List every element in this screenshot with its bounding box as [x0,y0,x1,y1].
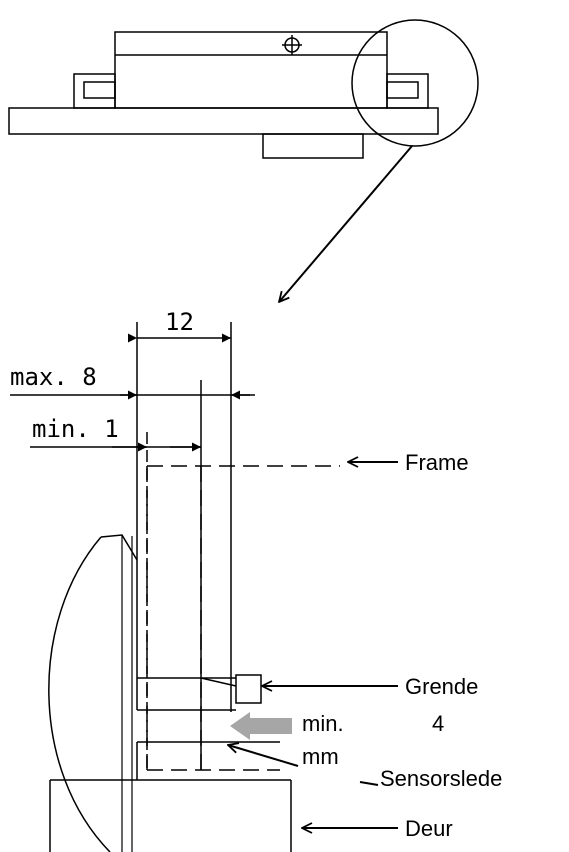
top-view [8,19,479,159]
door-curve [48,536,111,852]
dimension-12: 12 [165,308,194,336]
crosshair-symbol [282,35,302,55]
detail-view [10,322,340,852]
label-grende: Grende [405,674,478,699]
label-deur: Deur [405,816,453,841]
grende-block [235,674,262,704]
label-sensorslede: Sensorslede [380,766,502,791]
label-frame: Frame [405,450,469,475]
label-min-value: 4 [432,711,444,736]
detail-circle [351,19,479,147]
top-view-right-clamp [386,73,429,109]
detail-pointer-arrow [279,145,413,302]
top-view-base-plate [8,107,439,135]
sensorslede-arrow [359,781,379,786]
label-min-unit: mm [302,744,339,769]
dimension-min-1: min. 1 [32,415,119,443]
top-view-bottom-block [262,133,364,159]
gray-arrow [230,712,292,740]
top-view-body [114,31,388,109]
label-min-prefix: min. [302,711,344,736]
callout-arrows [228,462,398,828]
dimension-max-8: max. 8 [10,363,97,391]
min-4mm-arrow [228,745,299,767]
top-view-left-clamp [73,73,116,109]
